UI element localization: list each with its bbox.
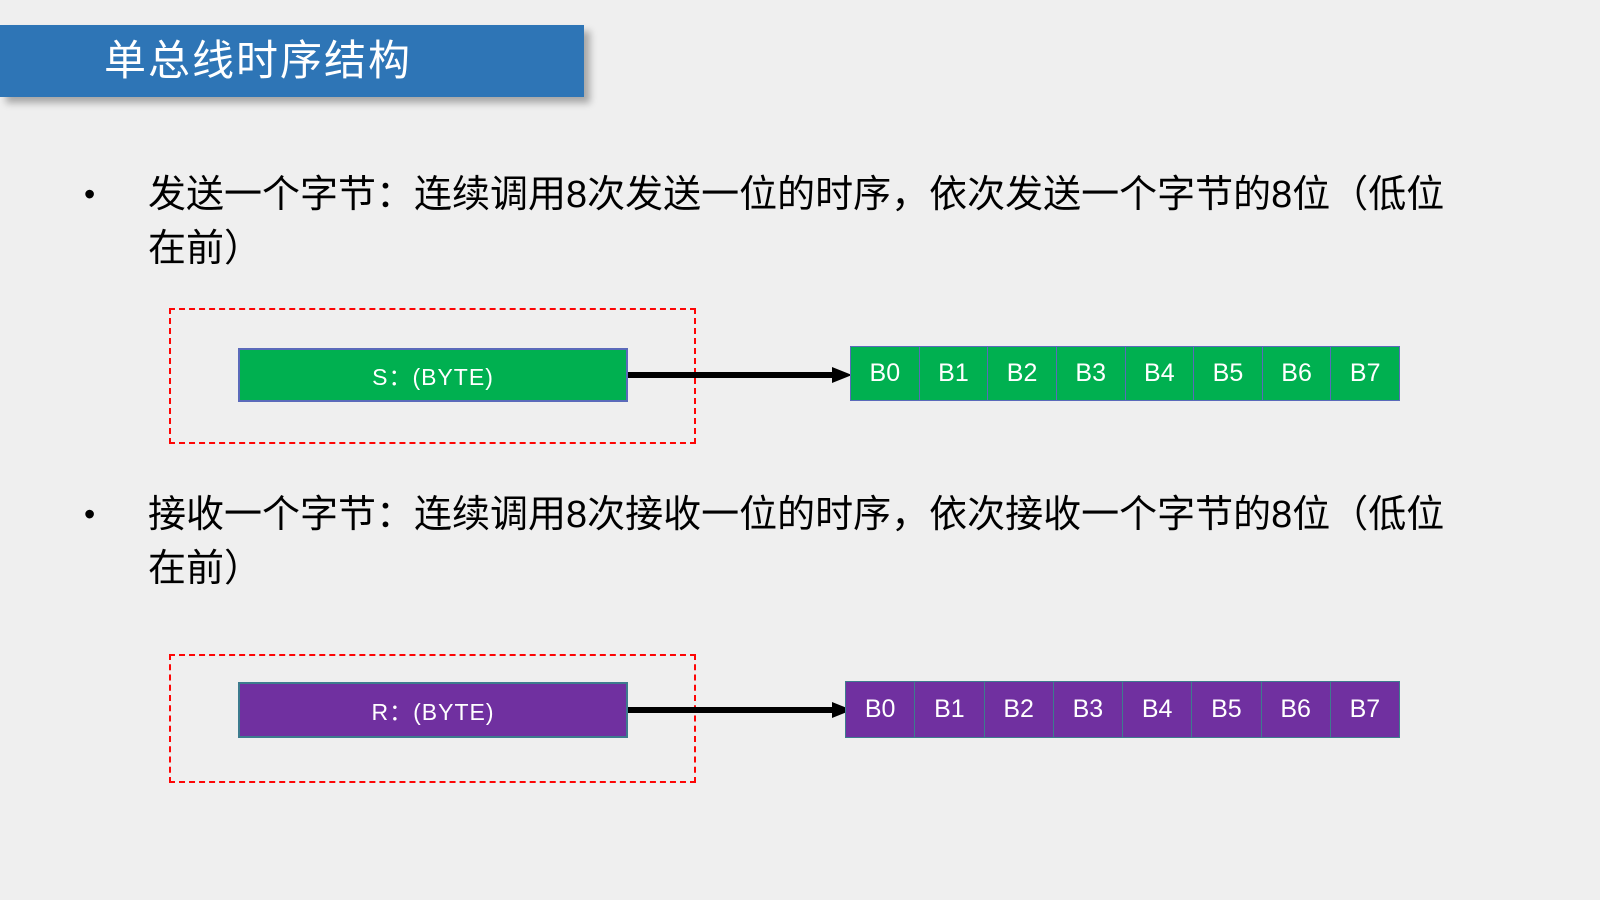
bit-cell: B7 (1329, 681, 1400, 738)
receive-bit-cells: B0 B1 B2 B3 B4 B5 B6 B7 (845, 681, 1400, 738)
send-byte-box-label: S：(BYTE) (372, 364, 494, 390)
bit-cell: B6 (1261, 346, 1332, 401)
bit-cell: B1 (914, 681, 985, 738)
bit-cell: B5 (1191, 681, 1262, 738)
receive-byte-box-label: R：(BYTE) (371, 699, 495, 725)
bullet-marker-icon: • (84, 176, 96, 212)
bit-cell: B3 (1052, 681, 1123, 738)
bit-cell: B5 (1193, 346, 1263, 401)
send-byte-box: S：(BYTE) (238, 348, 628, 402)
bit-cell: B4 (1122, 681, 1193, 738)
arrow-right-icon-receive (628, 702, 852, 718)
receive-byte-box: R：(BYTE) (238, 682, 628, 738)
bullet-item-receive: • 接收一个字节：连续调用8次接收一位的时序，依次接收一个字节的8位（低位在前） (80, 488, 1500, 596)
bullet-item-send: • 发送一个字节：连续调用8次发送一位的时序，依次发送一个字节的8位（低位在前） (80, 168, 1500, 276)
dashed-group-outline-receive (169, 654, 696, 783)
send-bit-cells: B0 B1 B2 B3 B4 B5 B6 B7 (850, 346, 1400, 401)
page-title: 单总线时序结构 (104, 37, 413, 84)
bullet-text-receive: 接收一个字节：连续调用8次接收一位的时序，依次接收一个字节的8位（低位在前） (148, 494, 1445, 590)
bit-cell: B4 (1124, 346, 1195, 401)
bit-cell: B1 (918, 346, 989, 401)
bit-cell: B7 (1330, 346, 1400, 401)
bit-cell: B0 (850, 346, 920, 401)
bit-cell: B2 (983, 681, 1054, 738)
bullet-marker-icon: • (84, 496, 96, 532)
title-banner: 单总线时序结构 (0, 25, 584, 97)
bullet-text-send: 发送一个字节：连续调用8次发送一位的时序，依次发送一个字节的8位（低位在前） (148, 174, 1445, 270)
bit-cell: B0 (845, 681, 916, 738)
arrow-right-icon-send (628, 367, 852, 383)
bit-cell: B6 (1260, 681, 1331, 738)
bit-cell: B2 (987, 346, 1057, 401)
bit-cell: B3 (1055, 346, 1126, 401)
